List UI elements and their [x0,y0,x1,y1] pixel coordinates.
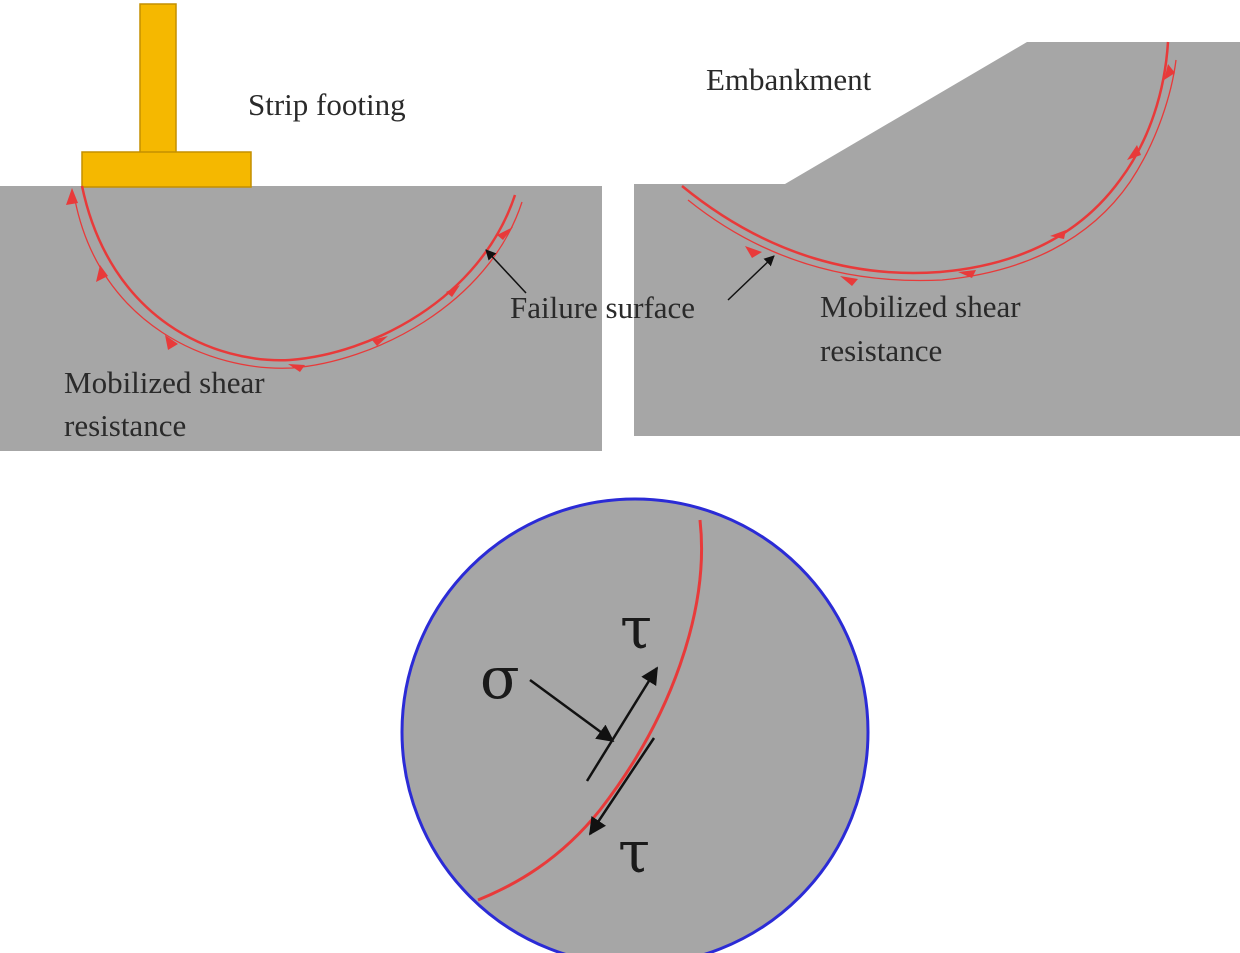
failure-surface-label: Failure surface [510,290,695,325]
failure-surface-pointer-left [485,249,527,294]
sigma-label: σ [480,644,520,712]
soil-element-detail: σ τ τ [400,497,870,953]
soil-block-left [0,186,602,451]
shear-arrows-right [745,64,1175,286]
mobilized-shear-label-right-line2: resistance [820,333,942,368]
shear-line-left [74,199,523,369]
tau-top-label: τ [620,594,652,662]
tau-bottom-label: τ [618,818,650,886]
normal-stress-arrow [529,678,615,743]
failure-surface-left [80,185,517,362]
failure-plane [477,519,704,902]
strip-footing-panel: Strip footing Mobilized shear resistance [0,3,602,451]
failure-surface-pointer-right [727,255,775,301]
embankment-label: Embankment [706,62,872,97]
footing-column [139,3,177,155]
mobilized-shear-label-left-line1: Mobilized shear [64,365,265,400]
footing-base [81,151,252,188]
soil-block-right [634,42,1240,436]
embankment-panel: Embankment Mobilized shear resistance [634,41,1240,436]
mobilized-shear-label-left-line2: resistance [64,408,186,443]
mobilized-shear-label-right-line1: Mobilized shear [820,289,1021,324]
strip-footing-label: Strip footing [248,87,406,122]
failure-surface-right [681,41,1170,275]
shear-arrow-down [588,737,656,836]
soil-element-circle [400,497,870,953]
shear-line-right [687,59,1177,282]
shear-arrows-left [66,188,513,372]
shear-arrow-up [585,666,659,782]
